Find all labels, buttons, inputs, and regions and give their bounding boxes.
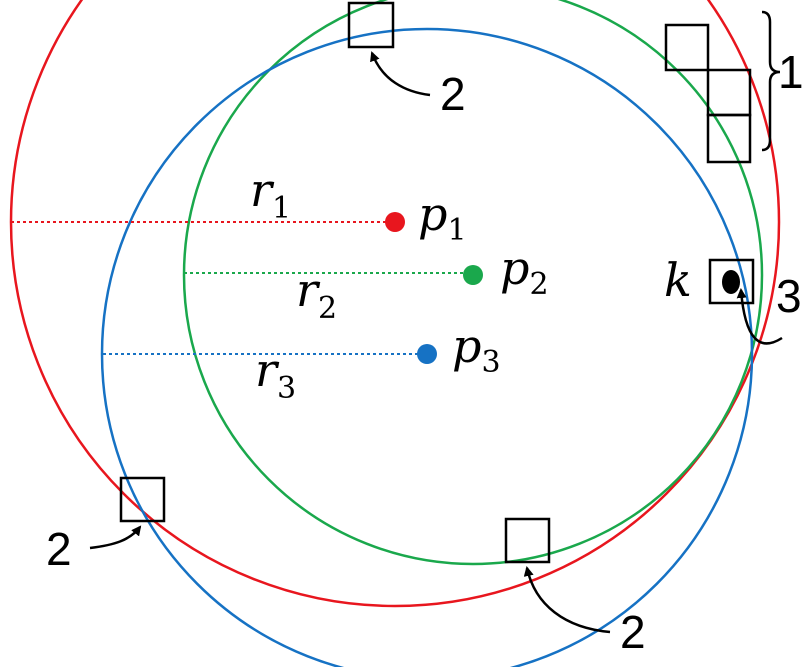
label-k: k xyxy=(664,253,692,307)
circle-3 xyxy=(100,27,754,667)
cell-bottom xyxy=(504,517,551,564)
label-2-bottom: 2 xyxy=(620,606,646,658)
label-2-top: 2 xyxy=(440,68,466,120)
label-p3: p3 xyxy=(452,319,501,380)
cell-stack-b xyxy=(706,68,752,117)
arrow-2-top xyxy=(370,51,431,97)
center-point-1 xyxy=(385,212,405,232)
label-p1: p1 xyxy=(418,187,467,248)
label-2-left: 2 xyxy=(46,523,72,575)
arrow-2-left xyxy=(89,525,142,550)
label-r2: r2 xyxy=(296,263,337,326)
center-point-3 xyxy=(417,344,437,364)
label-r1: r1 xyxy=(250,163,291,226)
circle-2 xyxy=(182,0,764,566)
label-1: 1 xyxy=(778,46,804,98)
label-p2: p2 xyxy=(500,241,549,302)
cell-k xyxy=(708,258,755,305)
brace-1 xyxy=(761,10,781,152)
cell-left xyxy=(119,476,166,523)
point-k xyxy=(722,270,740,294)
label-r3: r3 xyxy=(255,343,296,406)
cell-stack-a xyxy=(664,23,710,72)
label-3: 3 xyxy=(776,270,802,322)
cell-stack-c xyxy=(706,113,752,164)
arrow-2-bottom xyxy=(523,566,611,634)
cell-top xyxy=(347,1,395,49)
arrow-3 xyxy=(736,288,783,345)
center-point-2 xyxy=(463,265,483,285)
